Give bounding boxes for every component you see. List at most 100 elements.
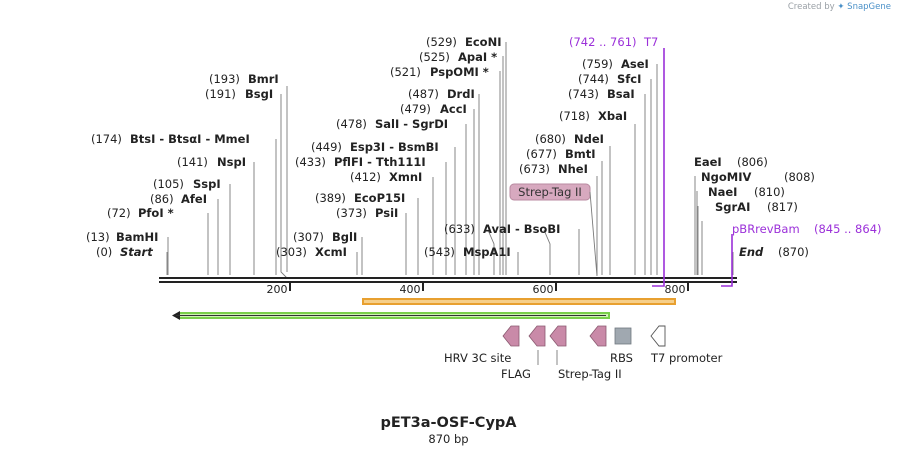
site-sgrai[interactable]: SgrAI (817): [715, 200, 798, 214]
site-bsai[interactable]: (743) BsaI: [568, 87, 635, 101]
feature-hrv-3c-site[interactable]: HRV 3C site: [444, 325, 520, 365]
site-pos: (72): [107, 206, 131, 220]
snapgene-logo-icon: ✦: [837, 2, 845, 12]
site-name: SgrAI: [715, 200, 750, 214]
feature-strep-tag-ii[interactable]: Strep-Tag II: [549, 325, 622, 381]
site-acci[interactable]: (479) AccI: [400, 102, 467, 116]
site-sspi[interactable]: (105) SspI: [153, 177, 221, 191]
site-name: XmnI: [389, 170, 422, 184]
site-bmti[interactable]: (677) BmtI: [526, 147, 596, 161]
site-sali-sgrdi[interactable]: (478) SalI - SgrDI: [336, 117, 448, 131]
ruler-label-800: 800: [665, 283, 686, 296]
site-pos: (0): [96, 245, 112, 259]
site-pos: (673): [519, 162, 550, 176]
site-pos: (808): [784, 170, 815, 184]
site-pos: (433): [295, 155, 326, 169]
site-ngomiv[interactable]: NgoMIV (808): [701, 170, 815, 184]
site-name: BtsI - BtsαI - MmeI: [130, 132, 250, 146]
site-naei[interactable]: NaeI (810): [708, 185, 785, 199]
site-nspi[interactable]: (141) NspI: [177, 155, 246, 169]
site-pos: (191): [205, 87, 236, 101]
site-pos: (479): [400, 102, 431, 116]
snapgene-credit: Created by ✦ SnapGene: [788, 2, 891, 12]
site-name: PsiI: [375, 206, 398, 220]
site-name: BamHI: [116, 230, 158, 244]
feature-rbs[interactable]: RBS: [610, 327, 633, 365]
site-name: MspA1I: [463, 245, 511, 259]
flag-arrow-icon: [528, 325, 546, 347]
site-pos: (806): [737, 155, 768, 169]
site-mspa1i[interactable]: (543) MspA1I: [424, 245, 511, 259]
site-name: Start: [120, 245, 153, 259]
site-drdi[interactable]: (487) DrdI: [408, 87, 475, 101]
site-asei[interactable]: (759) AseI: [582, 57, 649, 71]
site-xmni[interactable]: (412) XmnI: [350, 170, 422, 184]
site-pos: (525): [419, 50, 450, 64]
site-avai-bsobi[interactable]: (633) AvaI - BsoBI: [444, 222, 560, 236]
site-bamhi[interactable]: (13) BamHI: [86, 230, 158, 244]
site-xbai[interactable]: (718) XbaI: [559, 109, 627, 123]
rbs-label: RBS: [610, 351, 633, 365]
site-pfoi[interactable]: (72) PfoI *: [107, 206, 174, 220]
site-apai[interactable]: (525) ApaI *: [419, 50, 497, 64]
feature-flag[interactable]: FLAG: [501, 325, 546, 381]
site-pos: (743): [568, 87, 599, 101]
site-name: NgoMIV: [701, 170, 751, 184]
green-feature-arrow[interactable]: [172, 311, 610, 320]
site-pos: (744): [578, 72, 609, 86]
site-nhei[interactable]: (673) NheI: [519, 162, 588, 176]
ruler-label-600: 600: [533, 283, 554, 296]
feature-fourth-tag[interactable]: [589, 325, 607, 347]
site-pos: (307): [293, 230, 324, 244]
site-name: PspOMI *: [430, 65, 489, 79]
site-pos: (529): [426, 35, 457, 49]
site-name: End: [739, 245, 764, 259]
site-name: SspI: [193, 177, 221, 191]
primer-pbrrevbam-range: (845 .. 864): [814, 222, 882, 236]
site-name: EcoNI: [465, 35, 501, 49]
strep-label: Strep-Tag II: [558, 367, 622, 381]
rbs-box-icon: [614, 327, 632, 345]
site-bmri[interactable]: (193) BmrI: [209, 72, 279, 86]
site-start[interactable]: (0) Start: [96, 245, 153, 259]
site-name: PflFI - Tth111I: [334, 155, 426, 169]
site-pspomi[interactable]: (521) PspOMI *: [390, 65, 489, 79]
site-pos: (193): [209, 72, 240, 86]
site-esp3i-bsmbi[interactable]: (449) Esp3I - BsmBI: [311, 140, 439, 154]
site-xcmi[interactable]: (303) XcmI: [276, 245, 347, 259]
site-psii[interactable]: (373) PsiI: [336, 206, 398, 220]
site-end[interactable]: End (870): [739, 245, 809, 259]
site-name: XbaI: [598, 109, 627, 123]
site-pos: (810): [754, 185, 785, 199]
site-pos: (303): [276, 245, 307, 259]
site-ndei[interactable]: (680) NdeI: [535, 132, 604, 146]
hrv-arrow-icon: [502, 325, 520, 347]
site-name: SfcI: [617, 72, 641, 86]
strep-tag-label-box[interactable]: Strep-Tag II: [509, 183, 598, 277]
site-btsi-btsai-mmei[interactable]: (174) BtsI - BtsαI - MmeI: [91, 132, 250, 146]
site-pflfi-tth111i[interactable]: (433) PflFI - Tth111I: [295, 155, 426, 169]
site-pos: (478): [336, 117, 367, 131]
site-econi[interactable]: (529) EcoNI: [426, 35, 501, 49]
site-eaei[interactable]: EaeI (806): [694, 155, 768, 169]
site-pos: (174): [91, 132, 122, 146]
ruler-label-400: 400: [400, 283, 421, 296]
site-ecop15i[interactable]: (389) EcoP15I: [315, 191, 405, 205]
site-bgli[interactable]: (307) BglI: [293, 230, 357, 244]
site-pos: (86): [150, 192, 174, 206]
hrv-label: HRV 3C site: [444, 351, 511, 365]
site-name: BmrI: [248, 72, 279, 86]
orange-feature-arrow[interactable]: [362, 298, 676, 305]
site-afei[interactable]: (86) AfeI: [150, 192, 207, 206]
site-name: PfoI *: [138, 206, 174, 220]
site-pos: (870): [778, 245, 809, 259]
site-name: NheI: [558, 162, 588, 176]
primer-t7[interactable]: (742 .. 761) T7: [569, 35, 665, 287]
site-name: EcoP15I: [354, 191, 405, 205]
site-sfci[interactable]: (744) SfcI: [578, 72, 641, 86]
site-bsgi[interactable]: (191) BsgI: [205, 87, 273, 101]
primer-pbrrevbam[interactable]: pBRrevBam (845 .. 864): [721, 222, 882, 287]
feature-t7-promoter[interactable]: T7 promoter: [650, 325, 723, 365]
site-pos: (389): [315, 191, 346, 205]
strep-arrow-icon: [549, 325, 567, 347]
